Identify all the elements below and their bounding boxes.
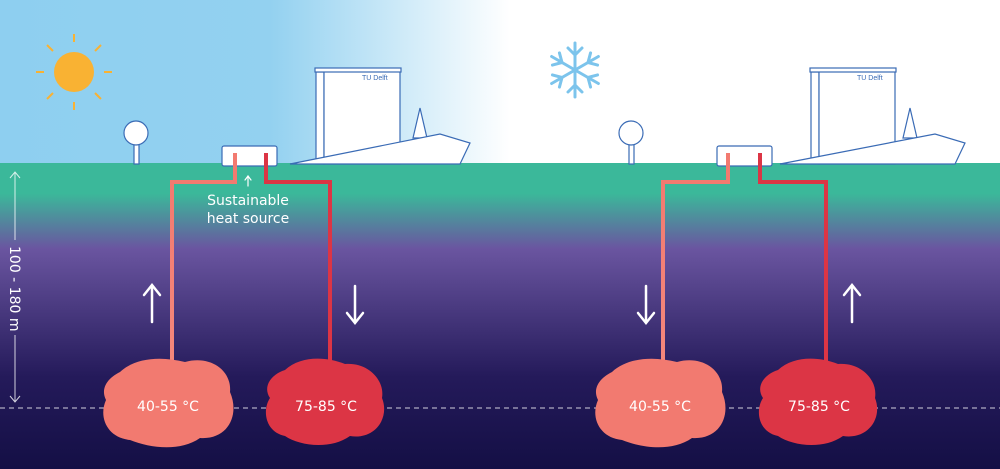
heat-source-label: heat source — [207, 211, 290, 227]
depth-label: 100 - 180 m — [6, 246, 22, 331]
arrow-down-icon — [636, 284, 656, 326]
hot-storage-blob — [265, 358, 385, 446]
warm-storage-temp: 40-55 °C — [629, 399, 691, 415]
building: TU Delft — [779, 67, 966, 165]
building: TU Delft — [289, 67, 471, 165]
svg-text:TU Delft: TU Delft — [857, 75, 883, 82]
heat-exchanger-box — [716, 145, 773, 167]
warm-storage-blob — [103, 358, 234, 448]
flow-arrows — [142, 175, 862, 326]
warm-storage-blob — [595, 358, 726, 448]
hot-storage-blob — [758, 358, 878, 446]
arrow-up-icon — [842, 282, 862, 324]
arrow-down-icon — [345, 284, 365, 326]
sun-icon — [36, 34, 112, 110]
snowflake-icon — [546, 41, 604, 99]
tree-icon — [123, 120, 149, 165]
svg-text:TU Delft: TU Delft — [362, 75, 388, 82]
arrow-up-icon — [142, 282, 162, 324]
warm-storage-temp: 40-55 °C — [137, 399, 199, 415]
arrow-up-icon — [244, 175, 252, 187]
hot-storage-temp: 75-85 °C — [295, 399, 357, 415]
winter-pipes — [661, 151, 828, 380]
depth-arrow — [9, 171, 21, 403]
hot-storage-temp: 75-85 °C — [788, 399, 850, 415]
heat-source-label: Sustainable — [207, 193, 289, 209]
tree-icon — [618, 120, 644, 165]
summer-pipes — [170, 151, 332, 380]
heat-exchanger-box — [221, 145, 278, 167]
